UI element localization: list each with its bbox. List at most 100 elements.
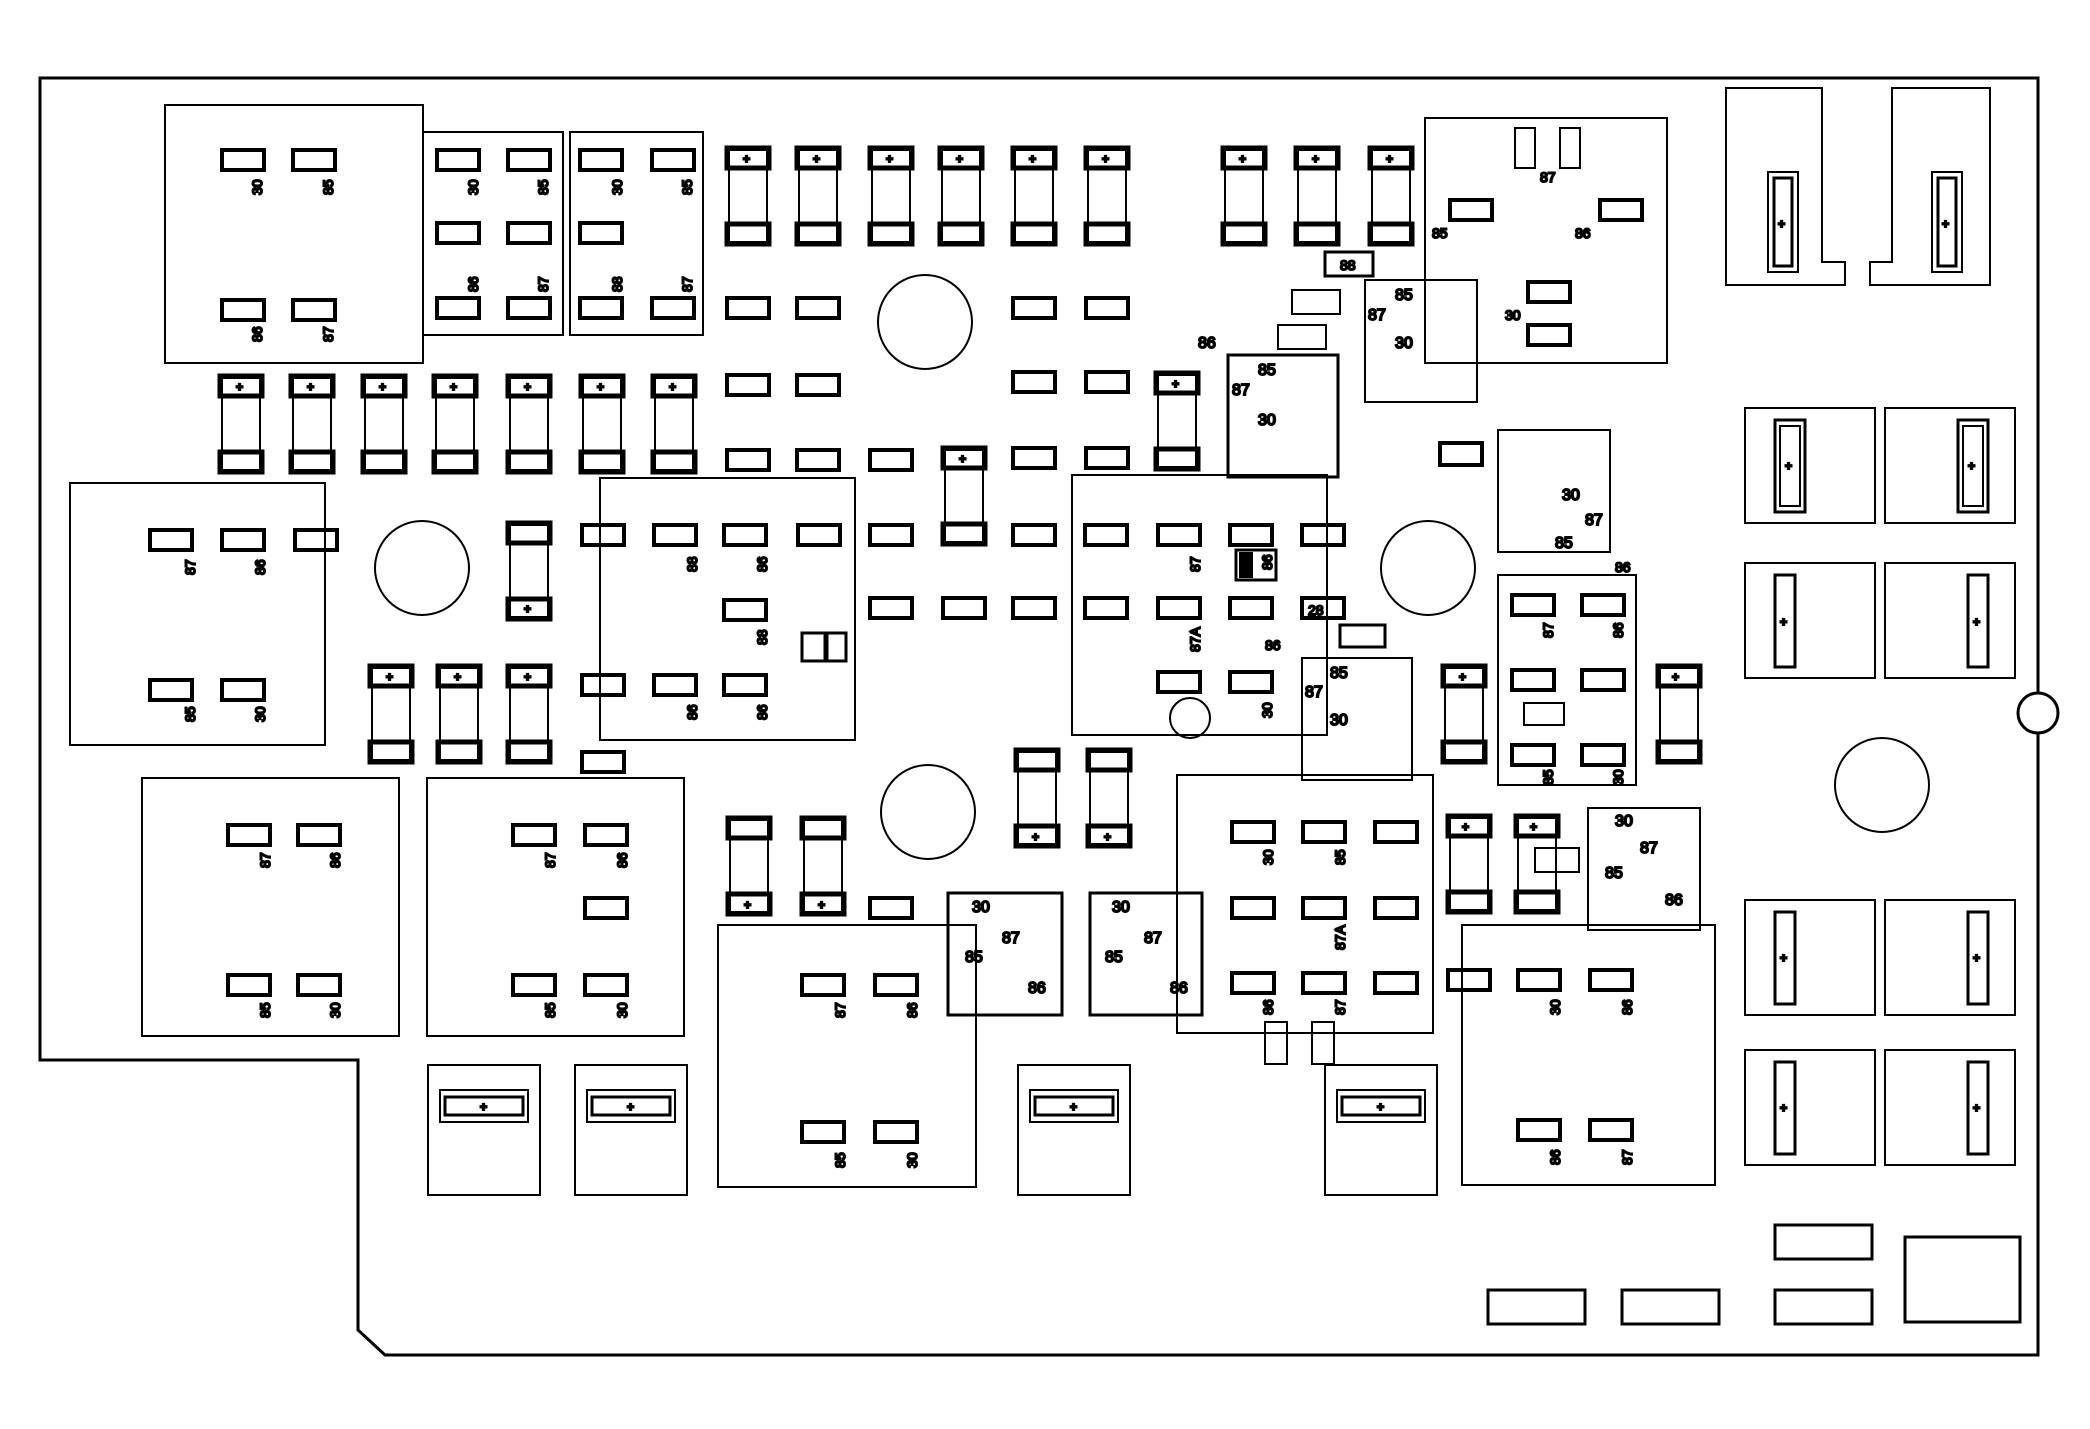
- svg-text:87: 87: [1002, 930, 1020, 947]
- svg-text:85: 85: [1332, 849, 1348, 865]
- svg-text:+: +: [1029, 152, 1036, 166]
- svg-text:+: +: [1530, 820, 1537, 834]
- svg-text:+: +: [454, 670, 461, 684]
- svg-text:+: +: [1973, 1101, 1980, 1115]
- svg-text:85: 85: [1105, 949, 1123, 966]
- svg-text:+: +: [1102, 152, 1109, 166]
- svg-text:86: 86: [249, 326, 265, 342]
- svg-text:86: 86: [1265, 637, 1281, 653]
- svg-text:87: 87: [257, 852, 273, 868]
- svg-text:86: 86: [1028, 980, 1046, 997]
- relay-r9: 87 86 85 30: [717, 896, 977, 1188]
- svg-text:87: 87: [679, 276, 695, 292]
- mini-relay-m1: 85 87 30: [1364, 279, 1478, 403]
- svg-text:85: 85: [535, 179, 551, 195]
- svg-text:85: 85: [320, 179, 336, 195]
- svg-text:86: 86: [252, 559, 268, 575]
- cartridge-fuses-right: + + + + + + + +: [1744, 407, 2016, 1166]
- svg-text:88: 88: [609, 276, 625, 292]
- svg-text:88: 88: [754, 629, 770, 645]
- svg-text:30: 30: [1562, 487, 1580, 504]
- svg-text:87: 87: [1368, 307, 1386, 324]
- svg-text:+: +: [1672, 670, 1679, 684]
- svg-text:85: 85: [679, 179, 695, 195]
- svg-text:+: +: [480, 1100, 487, 1114]
- svg-text:87: 87: [1540, 622, 1556, 638]
- svg-text:30: 30: [1547, 999, 1563, 1015]
- svg-text:30: 30: [1112, 899, 1130, 916]
- svg-text:+: +: [1032, 830, 1039, 844]
- relay-r5: 88 86 88 86 86: [580, 477, 856, 741]
- svg-text:86: 86: [1198, 335, 1216, 352]
- svg-text:+: +: [236, 380, 243, 394]
- svg-text:87: 87: [320, 326, 336, 342]
- svg-text:28: 28: [1308, 602, 1324, 618]
- svg-text:86: 86: [1665, 892, 1683, 909]
- svg-text:+: +: [597, 380, 604, 394]
- svg-text:30: 30: [1395, 335, 1413, 352]
- svg-text:85: 85: [1432, 225, 1448, 241]
- svg-text:+: +: [1172, 377, 1179, 391]
- svg-text:87: 87: [182, 559, 198, 575]
- svg-text:85: 85: [542, 1002, 558, 1018]
- svg-text:30: 30: [249, 179, 265, 195]
- fuse-box-outline: [38, 76, 2040, 1357]
- svg-text:86: 86: [1260, 999, 1276, 1015]
- svg-text:85: 85: [257, 1002, 273, 1018]
- svg-text:87A: 87A: [1187, 626, 1203, 652]
- svg-text:87: 87: [535, 276, 551, 292]
- mini-relay-m4: 30 87 85: [1438, 429, 1611, 553]
- svg-text:87: 87: [1332, 999, 1348, 1015]
- relay-r4: 87 86 85 30: [69, 482, 339, 746]
- svg-text:30: 30: [465, 179, 481, 195]
- svg-text:+: +: [1785, 459, 1792, 473]
- mounting-holes: [374, 274, 1930, 860]
- svg-text:86: 86: [327, 852, 343, 868]
- svg-text:88: 88: [684, 556, 700, 572]
- svg-text:30: 30: [1259, 702, 1275, 718]
- svg-text:30: 30: [609, 179, 625, 195]
- svg-text:+: +: [1377, 1100, 1384, 1114]
- svg-text:+: +: [1942, 217, 1949, 231]
- svg-text:+: +: [1780, 615, 1787, 629]
- svg-text:+: +: [524, 670, 531, 684]
- svg-text:87: 87: [1540, 169, 1556, 185]
- relay-r6: 87 86 87A 28 86 30: [1071, 474, 1346, 739]
- mini-relay-m2: 85 87 30 86: [1197, 289, 1341, 479]
- svg-text:87: 87: [1144, 930, 1162, 947]
- svg-text:86: 86: [904, 1002, 920, 1018]
- svg-text:+: +: [1780, 1101, 1787, 1115]
- svg-text:86: 86: [754, 556, 770, 572]
- svg-text:86: 86: [614, 852, 630, 868]
- svg-text:+: +: [1968, 459, 1975, 473]
- svg-text:30: 30: [252, 706, 268, 722]
- svg-text:88: 88: [1340, 257, 1356, 273]
- svg-text:+: +: [1462, 820, 1469, 834]
- svg-text:85: 85: [1540, 769, 1556, 785]
- svg-text:+: +: [524, 380, 531, 394]
- svg-text:87: 87: [832, 1002, 848, 1018]
- mini-relay-m3: 85 87 30: [1301, 623, 1413, 781]
- svg-text:+: +: [818, 898, 825, 912]
- svg-text:+: +: [307, 380, 314, 394]
- large-fuse-holders-top: + +: [1725, 87, 1991, 286]
- relay-r1: 30 85 86 87: [164, 104, 424, 364]
- mini-relay-m7: 30 87 85 86: [1088, 891, 1204, 1017]
- svg-text:30: 30: [1258, 412, 1276, 429]
- relay-r8: 87 86 85 30: [426, 777, 685, 1037]
- svg-text:+: +: [1459, 670, 1466, 684]
- svg-text:+: +: [1104, 830, 1111, 844]
- svg-text:+: +: [959, 452, 966, 466]
- svg-text:30: 30: [904, 1152, 920, 1168]
- svg-text:+: +: [1070, 1100, 1077, 1114]
- svg-text:+: +: [744, 898, 751, 912]
- svg-text:+: +: [1239, 152, 1246, 166]
- svg-text:85: 85: [832, 1152, 848, 1168]
- svg-text:86: 86: [1610, 622, 1626, 638]
- svg-text:85: 85: [1395, 287, 1413, 304]
- svg-text:87: 87: [1585, 512, 1603, 529]
- svg-text:+: +: [1973, 951, 1980, 965]
- svg-text:30: 30: [1260, 849, 1276, 865]
- svg-text:+: +: [1778, 217, 1785, 231]
